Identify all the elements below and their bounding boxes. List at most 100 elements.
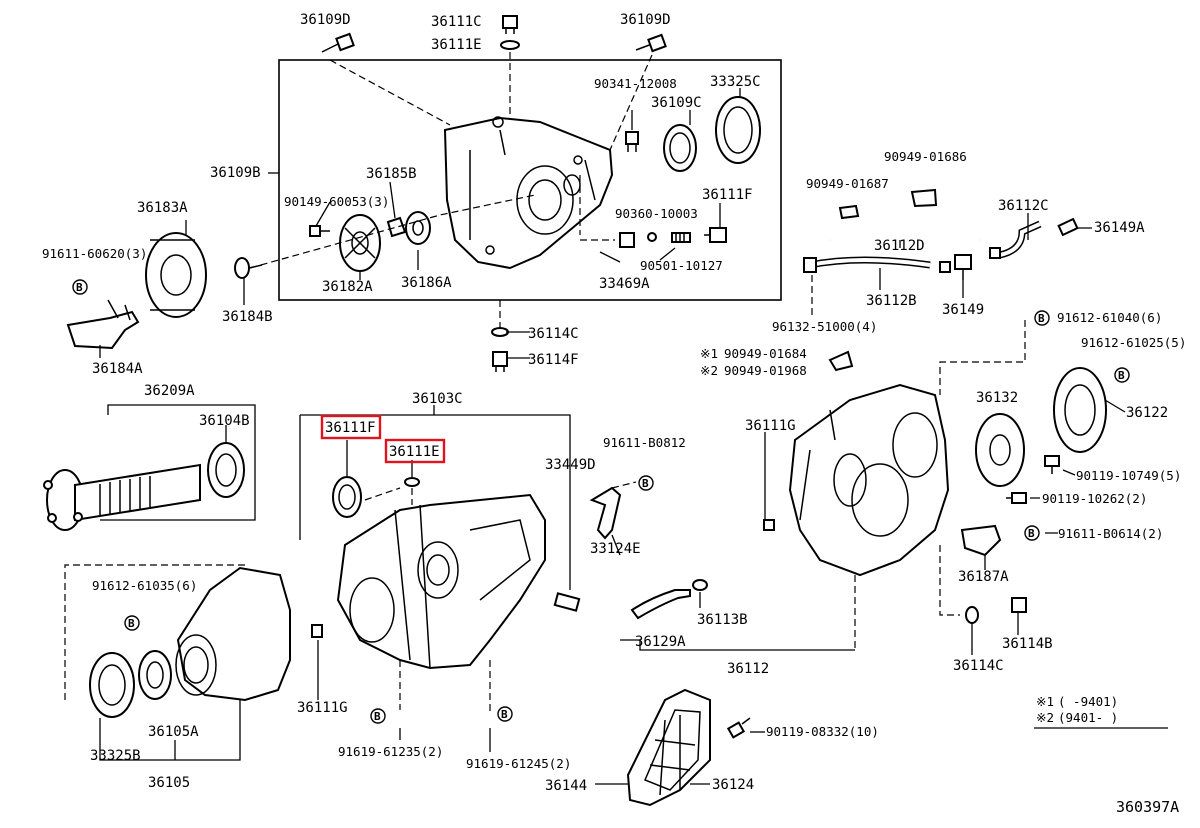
svg-text:B: B [128, 617, 135, 630]
legend-row1-range: ( -9401) [1058, 694, 1118, 709]
svg-text:B: B [1118, 369, 1125, 382]
plate-36185B [386, 216, 407, 238]
label-91619-61235: 91619-61235(2) [338, 744, 443, 759]
label-36109D-left: 36109D [300, 12, 351, 28]
label-90119-10749: 90119-10749(5) [1076, 468, 1181, 483]
gasket-36114C-top [491, 327, 509, 337]
magnet-33449D [553, 592, 581, 612]
oil-seal-36109C [663, 124, 697, 172]
transfer-case-rear [788, 383, 950, 577]
highlight-box-36111E [384, 438, 446, 464]
bolt-badge: B [1034, 310, 1050, 326]
label-36111E-top: 36111E [431, 37, 482, 53]
clip-96132 [803, 247, 1001, 273]
label-90119-08332: 90119-08332(10) [766, 724, 879, 739]
label-36104B: 36104B [199, 413, 250, 429]
label-91611-B0812: 91611-B0812 [603, 435, 686, 450]
upper-group-frame [278, 59, 782, 301]
gasket-36111E [404, 477, 420, 487]
label-36105A: 36105A [148, 724, 199, 740]
clip-36129A [630, 589, 691, 620]
union-36149A [1057, 217, 1079, 237]
transfer-case-front [336, 493, 546, 670]
label-mark-1: ※1 [700, 346, 718, 361]
label-96132-51000: 96132-51000(4) [772, 319, 877, 334]
svg-text:B: B [76, 281, 83, 294]
label-36183A: 36183A [137, 200, 188, 216]
date-legend: ※1 ( -9401) ※2 (9401- ) [1034, 694, 1168, 729]
label-36111G-right: 36111G [745, 418, 796, 434]
label-36132: 36132 [976, 390, 1018, 406]
label-36113B: 36113B [697, 612, 748, 628]
bolt-90119-10262 [1006, 492, 1027, 504]
output-shaft-36209A [43, 463, 201, 531]
bolt-36184B [234, 257, 263, 279]
union-36149 [954, 254, 972, 280]
label-36122: 36122 [1126, 405, 1168, 421]
label-36111C: 36111C [431, 14, 482, 30]
label-90360-10003: 90360-10003 [615, 206, 698, 221]
bolt-badge: B [72, 279, 88, 295]
washer-90360 [647, 232, 657, 242]
label-36109B: 36109B [210, 165, 261, 181]
oil-seal-33325C [715, 96, 761, 164]
label-33325C: 33325C [710, 74, 761, 90]
label-90149-60053: 90149-60053(3) [284, 194, 389, 209]
bracket-90949-01684 [828, 350, 854, 372]
label-36144: 36144 [545, 778, 587, 794]
label-91619-61245: 91619-61245(2) [466, 756, 571, 771]
diagram-id: 360397A [1116, 798, 1179, 816]
label-90119-10262: 90119-10262(2) [1042, 491, 1147, 506]
label-91611-60620: 91611-60620(3) [42, 246, 147, 261]
label-36112C: 36112C [998, 198, 1049, 214]
label-36129A: 36129A [635, 634, 686, 650]
gasket-36114C-right [965, 606, 979, 624]
oil-seal-36104B [207, 442, 245, 498]
bolt-90119-10749 [1044, 455, 1060, 474]
bolt-badge: B [370, 708, 386, 724]
label-33124E: 33124E [590, 541, 641, 557]
label-36112B: 36112B [866, 293, 917, 309]
legend-row2-mark: ※2 [1036, 710, 1054, 725]
label-91612-61025: 91612-61025(5) [1081, 335, 1186, 350]
label-90949-01684: 90949-01684 [724, 346, 807, 361]
label-36111F-highlighted[interactable]: 36111F [325, 420, 376, 436]
svg-text:B: B [642, 477, 649, 490]
label-36149A: 36149A [1094, 220, 1145, 236]
hose-36112B [809, 256, 931, 269]
label-36182A: 36182A [322, 279, 373, 295]
plug-36111F-top [704, 227, 727, 243]
pin-36111G-right [763, 519, 775, 531]
gasket-36111E-top [500, 40, 520, 50]
legend-row1-mark: ※1 [1036, 694, 1054, 709]
bolt-badge: B [638, 475, 654, 491]
retainer-36122 [1053, 367, 1107, 453]
shift-lever-33124E [589, 486, 622, 540]
bolt-badge: B [497, 706, 513, 722]
label-91612-61040: 91612-61040(6) [1057, 310, 1162, 325]
label-36124: 36124 [712, 777, 754, 793]
label-90949-01686: 90949-01686 [884, 149, 967, 164]
label-36186A: 36186A [401, 275, 452, 291]
cover-plate-36183A [145, 232, 207, 318]
plug-36113B [692, 579, 708, 591]
label-36111E-highlighted[interactable]: 36111E [389, 444, 440, 460]
label-36185B: 36185B [366, 166, 417, 182]
label-36187A: 36187A [958, 569, 1009, 585]
label-36114B: 36114B [1002, 636, 1053, 652]
label-36112D: 36112D [874, 238, 925, 254]
label-90501-10127: 90501-10127 [640, 258, 723, 273]
label-36114C-right: 36114C [953, 658, 1004, 674]
label-90341-12008: 90341-12008 [594, 76, 677, 91]
oil-seal-33325B [89, 652, 135, 718]
label-91612-61035: 91612-61035(6) [92, 578, 197, 593]
bolt-badge: B [1114, 367, 1130, 383]
label-91611-B0614: 91611-B0614(2) [1058, 526, 1163, 541]
spring-90501 [671, 232, 691, 243]
label-36184B: 36184B [222, 309, 273, 325]
svg-text:B: B [501, 708, 508, 721]
label-36109C: 36109C [651, 95, 702, 111]
label-36111F-top: 36111F [702, 187, 753, 203]
retainer-36182A [339, 214, 381, 272]
label-36105: 36105 [148, 775, 190, 791]
